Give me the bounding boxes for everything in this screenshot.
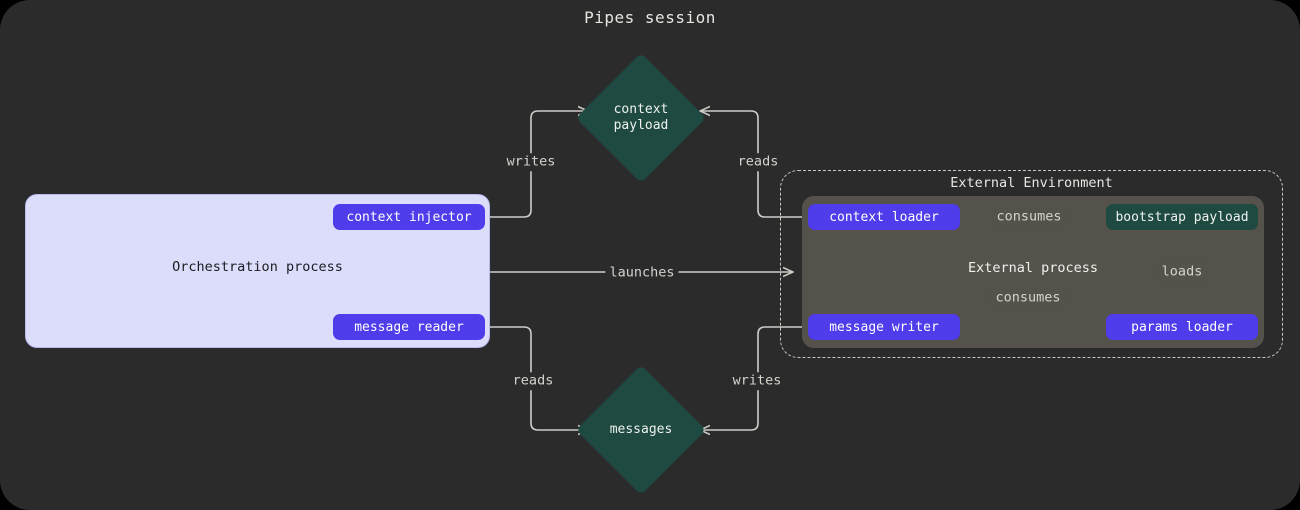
edge-label-writes-context-payload: writes [502, 153, 560, 171]
edge-label-loads-params: loads [1157, 263, 1207, 281]
edge-label-reads-messages: reads [508, 372, 558, 390]
edge-label-consumes-context-loader: consumes [992, 208, 1066, 226]
orchestration-process-label: Orchestration process [172, 259, 343, 275]
node-bootstrap-payload[interactable]: bootstrap payload [1106, 204, 1258, 230]
node-message-reader[interactable]: message reader [333, 314, 485, 340]
external-process-label: External process [967, 260, 1099, 276]
external-environment-label: External Environment [950, 175, 1113, 191]
asset-context-payload-label: context payload [613, 101, 669, 133]
edge-label-writes-messages: writes [728, 372, 786, 390]
edge-label-consumes-message-writer: consumes [991, 289, 1065, 307]
node-context-injector[interactable]: context injector [333, 204, 485, 230]
edge-label-launches: launches [605, 264, 679, 282]
node-message-writer[interactable]: message writer [808, 314, 960, 340]
edge-label-reads-context-payload: reads [733, 153, 783, 171]
external-environment-container [780, 170, 1283, 358]
asset-messages-label: messages [609, 421, 673, 437]
node-params-loader[interactable]: params loader [1106, 314, 1258, 340]
page-title: Pipes session [584, 8, 716, 27]
node-context-loader[interactable]: context loader [808, 204, 960, 230]
